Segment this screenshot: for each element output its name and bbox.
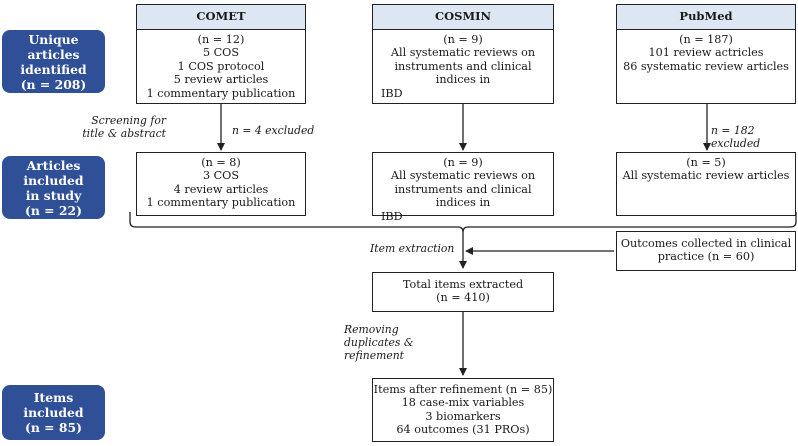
- label-items-line1: Items included: [23, 390, 84, 420]
- included-pubmed-line: All systematic review articles: [622, 169, 790, 183]
- pubmed-line: (n = 187): [679, 33, 733, 46]
- included-pubmed-line: (n = 5): [686, 156, 726, 169]
- refined-line: 64 outcomes (31 PROs): [396, 423, 530, 437]
- comet-line: 5 review articles: [173, 73, 269, 87]
- total-line: Total items extracted: [402, 278, 524, 291]
- annotation-removing: Removing duplicates & refinement: [344, 323, 434, 362]
- comet-line: 5 COS: [202, 46, 240, 60]
- source-title-comet: COMET: [137, 5, 305, 30]
- label-items-line2: (n = 85): [25, 420, 82, 435]
- annotation-item-extraction: Item extraction: [370, 242, 455, 255]
- included-box-comet: (n = 8) 3 COS 4 review articles 1 commen…: [136, 152, 306, 216]
- removing-line1: Removing: [344, 323, 399, 336]
- label-unique-line2: identified: [20, 61, 87, 77]
- total-line: (n = 410): [436, 291, 490, 305]
- comet-line: 1 commentary publication: [146, 86, 296, 100]
- comet-line: (n = 12): [197, 33, 245, 46]
- cosmin-line: instruments and clinical indices in: [394, 59, 532, 87]
- removing-line3: refinement: [344, 349, 405, 362]
- label-articles-included: Articles included in study (n = 22): [2, 156, 105, 219]
- label-included-line1: Articles included: [23, 157, 84, 188]
- label-unique-line3: (n = 208): [20, 76, 87, 92]
- cosmin-line: (n = 9): [443, 33, 483, 46]
- annotation-screening: Screening for title & abstract: [28, 114, 166, 140]
- included-comet-line: 1 commentary publication: [146, 196, 296, 210]
- pubmed-line: 101 review actricles: [648, 46, 764, 60]
- refined-items-box: Items after refinement (n = 85) 18 case-…: [372, 378, 554, 442]
- included-cosmin-line: IBD: [381, 209, 403, 223]
- total-items-box: Total items extracted (n = 410): [372, 272, 554, 312]
- removing-line2: duplicates &: [344, 336, 414, 349]
- source-title-pubmed: PubMed: [617, 5, 795, 30]
- source-title-cosmin: COSMIN: [373, 5, 553, 30]
- source-box-comet: COMET (n = 12) 5 COS 1 COS protocol 5 re…: [136, 4, 306, 104]
- refined-line: 18 case-mix variables: [401, 396, 525, 410]
- included-cosmin-line: instruments and clinical indices in: [394, 182, 532, 210]
- refined-line: 3 biomarkers: [425, 409, 501, 423]
- included-comet-line: 3 COS: [202, 169, 240, 183]
- annotation-pubmed-excluded: n = 182 excluded: [711, 124, 761, 150]
- screening-line1: Screening for: [91, 114, 166, 127]
- refined-line: Items after refinement (n = 85): [373, 383, 553, 396]
- comet-line: 1 COS protocol: [177, 59, 265, 73]
- included-cosmin-line: All systematic reviews on: [390, 169, 536, 183]
- source-box-pubmed: PubMed (n = 187) 101 review actricles 86…: [616, 4, 796, 104]
- cosmin-line: All systematic reviews on: [390, 46, 536, 60]
- label-unique-line1: Unique articles: [27, 31, 80, 62]
- outcomes-box: Outcomes collected in clinical practice …: [616, 231, 796, 271]
- label-included-line3: (n = 22): [25, 202, 82, 218]
- annotation-comet-excluded: n = 4 excluded: [232, 124, 315, 137]
- included-comet-line: (n = 8): [201, 156, 241, 169]
- screening-line2: title & abstract: [82, 127, 166, 140]
- cosmin-line: IBD: [381, 86, 403, 100]
- label-included-line2: in study: [25, 187, 82, 203]
- label-unique-articles: Unique articles identified (n = 208): [2, 30, 105, 93]
- outcomes-line: Outcomes collected in clinical: [620, 237, 792, 250]
- included-cosmin-line: (n = 9): [443, 156, 483, 169]
- included-comet-line: 4 review articles: [173, 182, 269, 196]
- pubmed-line: 86 systematic review articles: [623, 59, 789, 73]
- outcomes-line: practice (n = 60): [657, 250, 755, 264]
- source-box-cosmin: COSMIN (n = 9) All systematic reviews on…: [372, 4, 554, 104]
- included-box-pubmed: (n = 5) All systematic review articles: [616, 152, 796, 216]
- label-items-included: Items included (n = 85): [2, 385, 105, 440]
- included-box-cosmin: (n = 9) All systematic reviews on instru…: [372, 152, 554, 223]
